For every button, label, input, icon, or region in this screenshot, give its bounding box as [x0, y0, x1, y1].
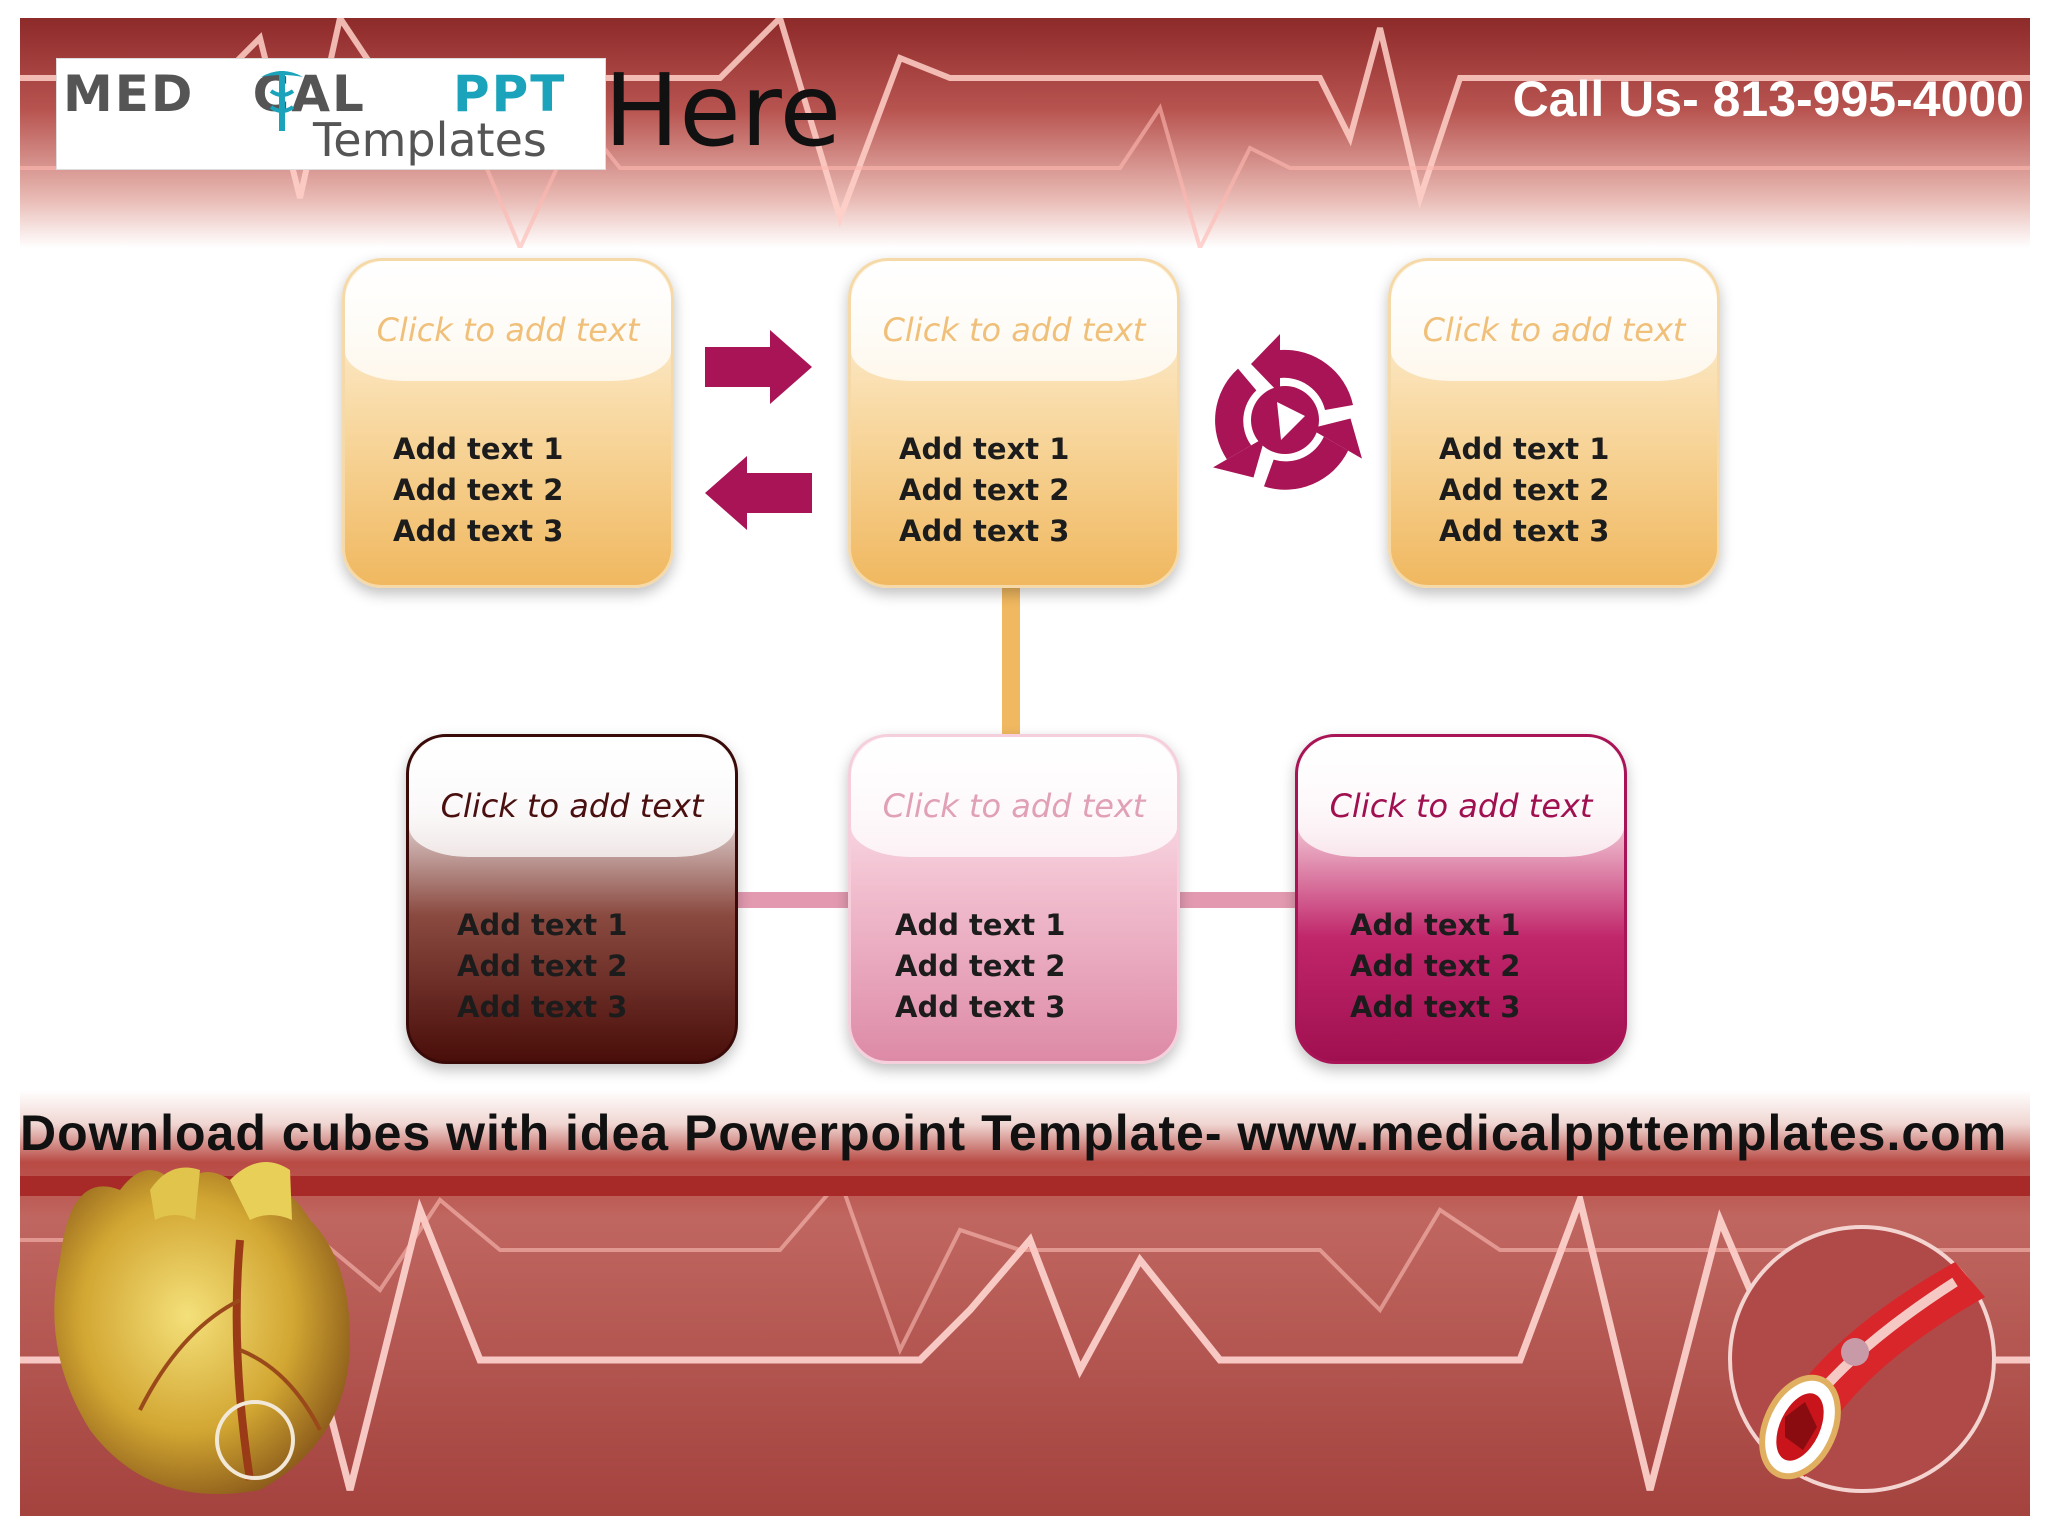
footer-caption: Download cubes with idea Powerpoint Temp… — [20, 1105, 2008, 1161]
cube-title[interactable]: Click to add text — [1329, 787, 1593, 825]
cube-text-line[interactable]: Add text 1 — [899, 432, 1070, 466]
cube-text-line[interactable]: Add text 1 — [1350, 908, 1521, 942]
cube-text-list: Add text 1 Add text 2 Add text 3 — [1350, 905, 1520, 1028]
cube-top-center[interactable]: Click to add text Add text 1 Add text 2 … — [848, 258, 1180, 588]
cube-title[interactable]: Click to add text — [1422, 311, 1686, 349]
connector-right — [1175, 892, 1297, 908]
cube-gloss — [851, 261, 1177, 381]
logo-word-templates: Templates — [313, 113, 547, 167]
cube-text-line[interactable]: Add text 2 — [1350, 949, 1521, 983]
cube-text-list: Add text 1 Add text 2 Add text 3 — [895, 905, 1065, 1028]
cube-bottom-left[interactable]: Click to add text Add text 1 Add text 2 … — [406, 734, 738, 1064]
cube-text-line[interactable]: Add text 3 — [457, 990, 628, 1024]
heart-anatomy-icon — [54, 1162, 351, 1494]
cube-top-right[interactable]: Click to add text Add text 1 Add text 2 … — [1388, 258, 1720, 588]
cube-text-line[interactable]: Add text 1 — [393, 432, 564, 466]
cube-bottom-right[interactable]: Click to add text Add text 1 Add text 2 … — [1295, 734, 1627, 1064]
ecg-wave-bottom — [20, 1176, 2030, 1491]
slide-title[interactable]: Here — [604, 52, 842, 169]
connector-left — [735, 892, 851, 908]
cube-text-line[interactable]: Add text 1 — [895, 908, 1066, 942]
bottom-banner — [20, 1090, 2030, 1516]
cube-text-line[interactable]: Add text 3 — [1439, 514, 1610, 548]
cube-top-left[interactable]: Click to add text Add text 1 Add text 2 … — [342, 258, 674, 588]
cube-text-line[interactable]: Add text 2 — [1439, 473, 1610, 507]
cube-gloss — [409, 737, 735, 857]
cube-text-line[interactable]: Add text 2 — [895, 949, 1066, 983]
phone-number: Call Us- 813-995-4000 — [1512, 71, 2024, 127]
cube-gloss — [345, 261, 671, 381]
cube-text-line[interactable]: Add text 3 — [899, 514, 1070, 548]
artery-cross-section-icon — [1728, 1225, 1996, 1493]
cube-text-list: Add text 1 Add text 2 Add text 3 — [899, 429, 1069, 552]
cube-gloss — [1298, 737, 1624, 857]
cube-text-line[interactable]: Add text 3 — [895, 990, 1066, 1024]
cube-title[interactable]: Click to add text — [440, 787, 704, 825]
arrow-left-icon — [705, 456, 812, 530]
cube-text-line[interactable]: Add text 2 — [393, 473, 564, 507]
cube-bottom-center[interactable]: Click to add text Add text 1 Add text 2 … — [848, 734, 1180, 1064]
cube-text-line[interactable]: Add text 2 — [457, 949, 628, 983]
cube-gloss — [851, 737, 1177, 857]
cube-title[interactable]: Click to add text — [376, 311, 640, 349]
diagram-connectors — [735, 585, 1297, 908]
cube-gloss — [1391, 261, 1717, 381]
cube-text-list: Add text 1 Add text 2 Add text 3 — [393, 429, 563, 552]
exchange-arrows — [705, 330, 812, 530]
cube-text-line[interactable]: Add text 1 — [1439, 432, 1610, 466]
cube-text-line[interactable]: Add text 3 — [1350, 990, 1521, 1024]
cube-text-list: Add text 1 Add text 2 Add text 3 — [1439, 429, 1609, 552]
company-logo[interactable]: MED CAL PPT Templates — [56, 58, 606, 170]
cube-text-line[interactable]: Add text 3 — [393, 514, 564, 548]
cube-text-list: Add text 1 Add text 2 Add text 3 — [457, 905, 627, 1028]
bottom-stripe — [20, 1176, 2030, 1196]
cube-text-line[interactable]: Add text 2 — [899, 473, 1070, 507]
connector-vertical — [1002, 585, 1020, 735]
cube-title[interactable]: Click to add text — [882, 311, 1146, 349]
cube-text-line[interactable]: Add text 1 — [457, 908, 628, 942]
cycle-arrows-icon — [1213, 334, 1362, 490]
logo-word-ppt: PPT — [453, 65, 567, 123]
caduceus-icon — [261, 71, 303, 131]
arrow-right-icon — [705, 330, 812, 404]
cube-title[interactable]: Click to add text — [882, 787, 1146, 825]
